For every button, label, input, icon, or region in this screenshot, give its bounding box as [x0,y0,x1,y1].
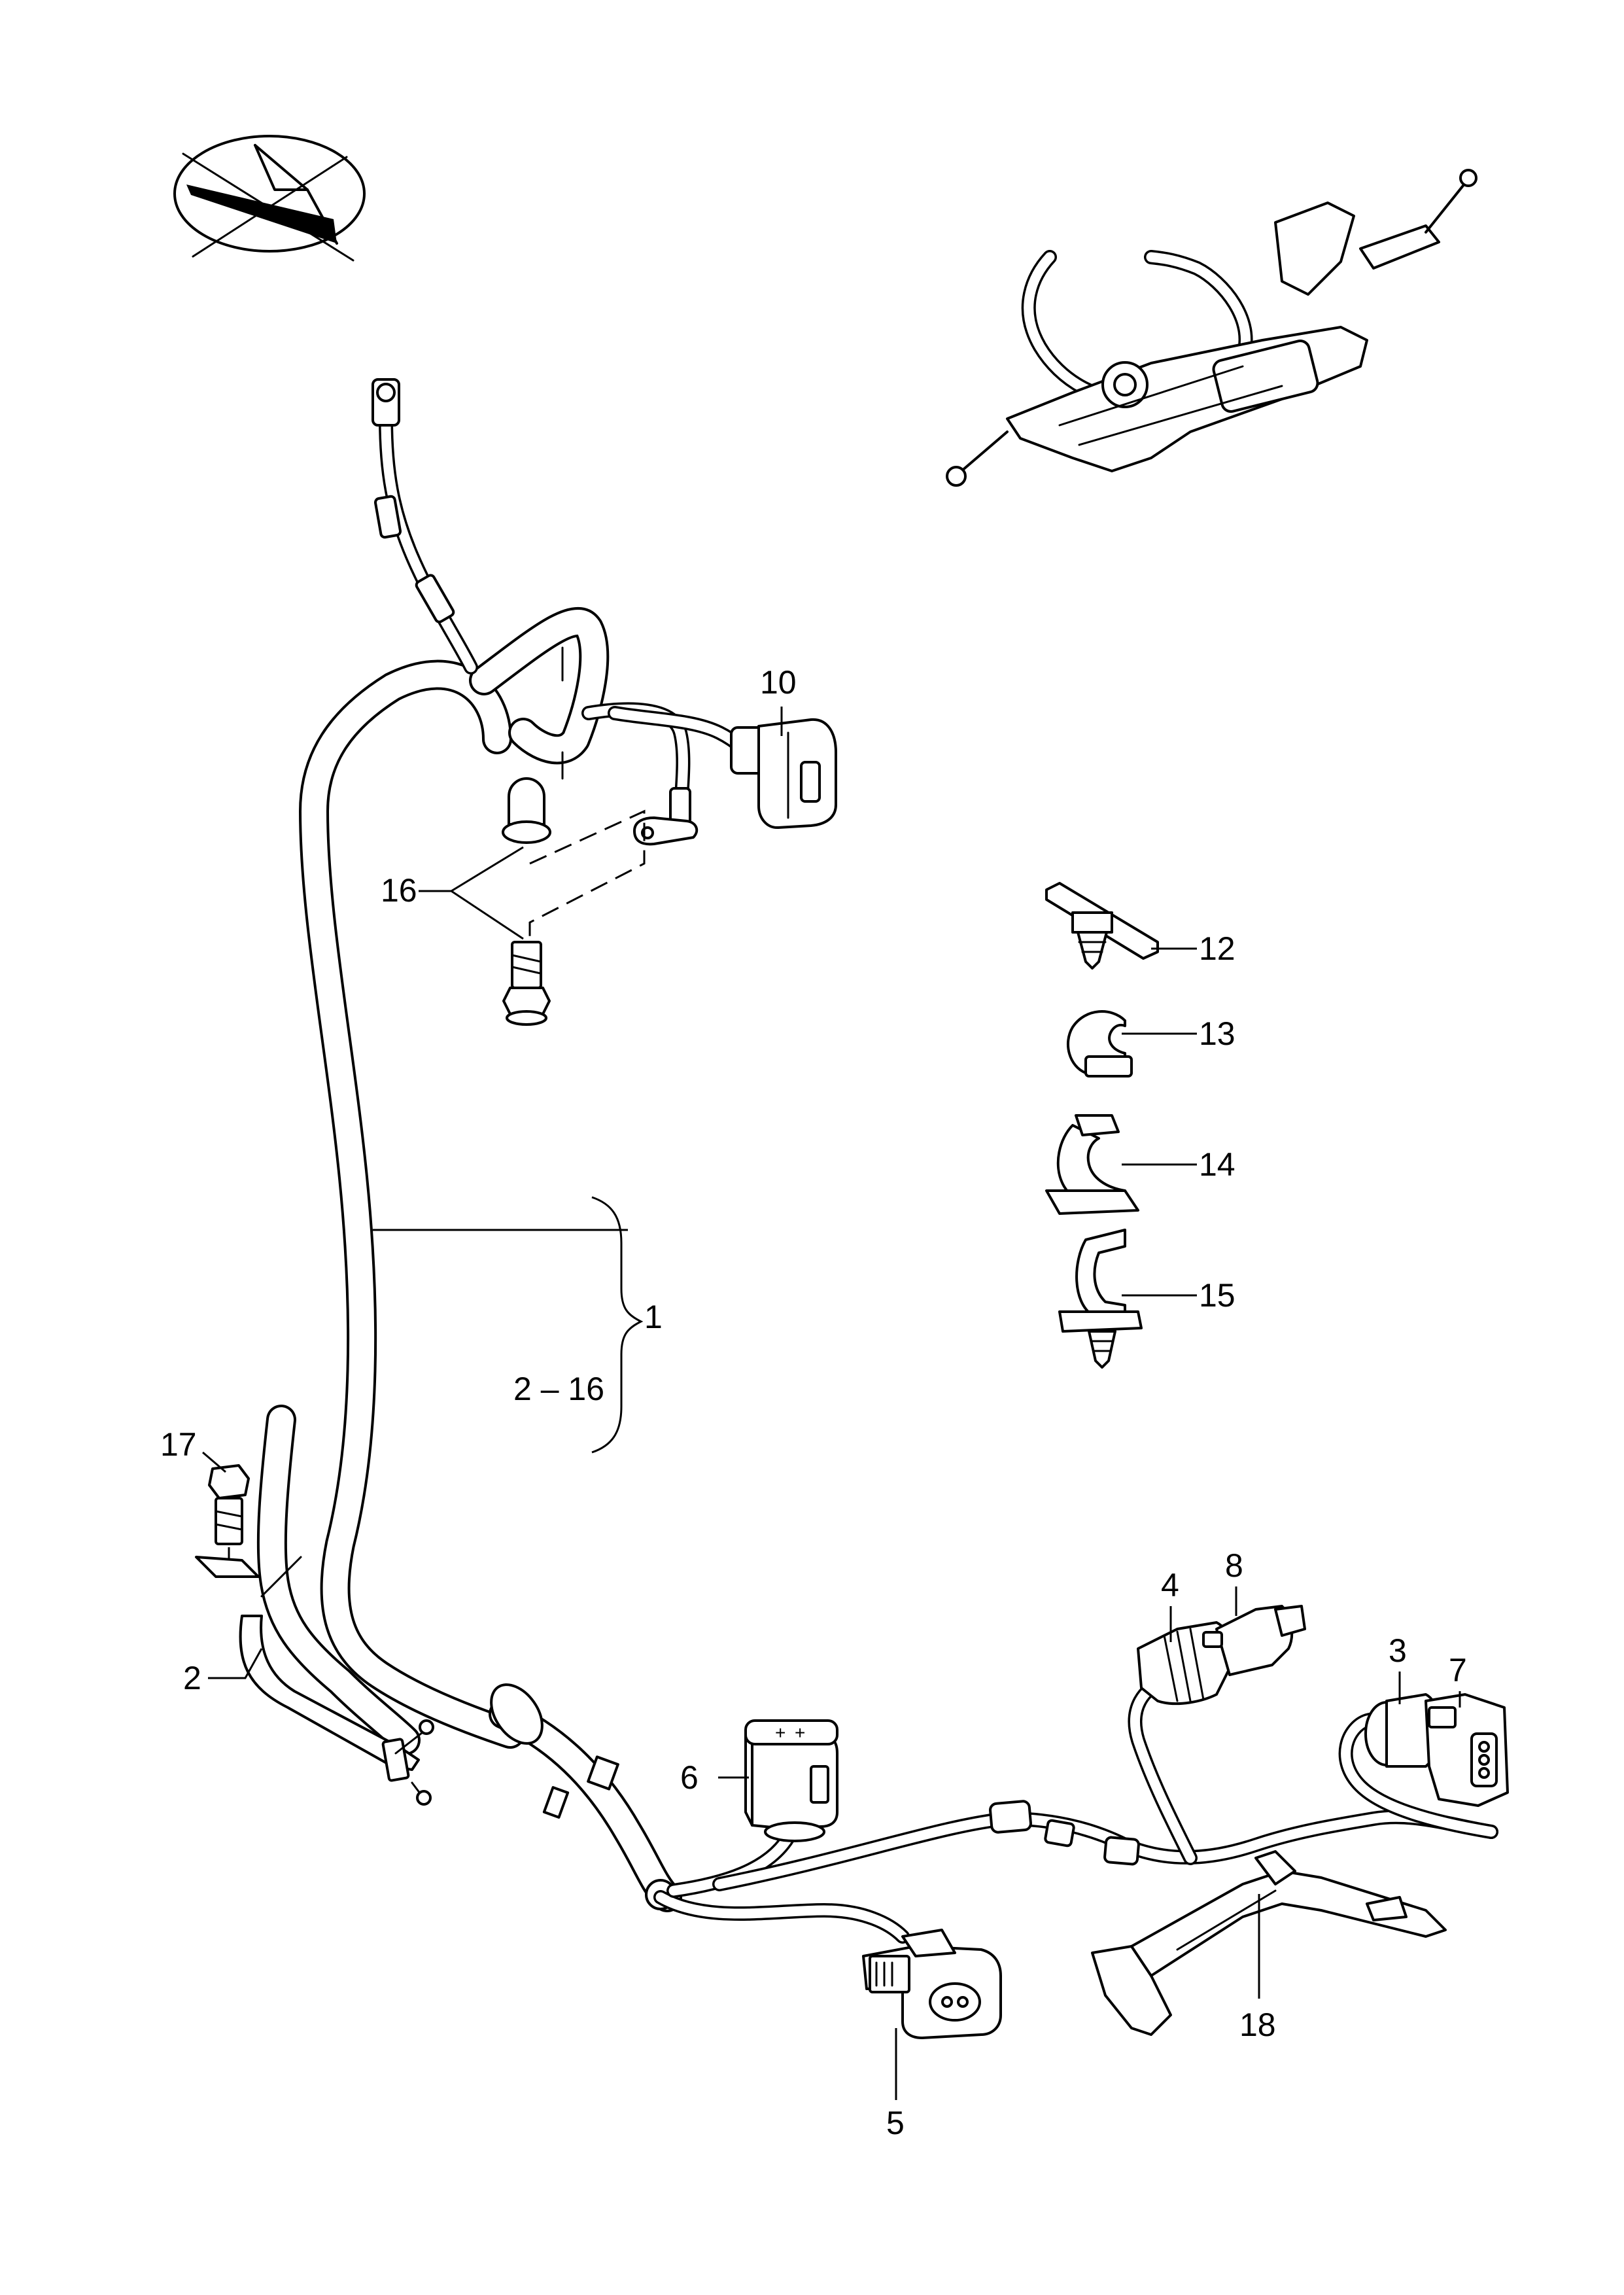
callout-labels: 1 2 – 16 16 10 12 13 14 15 17 2 6 5 4 8 … [160,664,1467,2141]
label-3: 3 [1389,1632,1407,1669]
label-16: 16 [381,872,417,909]
label-6: 6 [680,1759,699,1796]
label-1: 1 [644,1299,663,1335]
label-18: 18 [1239,2006,1276,2043]
svg-text:+: + [795,1723,805,1743]
label-5: 5 [886,2105,905,2141]
label-13: 13 [1199,1015,1235,1052]
clip-15 [1058,1229,1143,1369]
clip-14 [1045,1114,1139,1215]
harness-main-hose [299,607,682,1912]
bolt-17 [208,1464,250,1567]
steering-rack-overview [946,169,1477,487]
label-7: 7 [1449,1652,1467,1689]
label-2: 2 [183,1660,201,1696]
label-17: 17 [160,1426,197,1463]
label-8: 8 [1225,1547,1243,1584]
label-2-16: 2 – 16 [513,1371,604,1407]
label-15: 15 [1199,1277,1235,1314]
svg-text:+: + [775,1723,786,1743]
label-12: 12 [1199,930,1235,967]
vehicle-orientation-icon [173,135,366,262]
fastener-16 [502,777,646,1026]
clip-12 [1045,882,1159,970]
sensor-lead-10 [581,702,756,846]
hose-bracket-2 [195,1405,434,1806]
connector-3-7 [1364,1693,1509,1807]
connector-10 [730,718,837,829]
label-10: 10 [760,664,797,701]
bracket-18 [1091,1850,1447,2036]
clip-13 [1066,1010,1133,1077]
label-14: 14 [1199,1146,1235,1183]
ground-lead [371,378,478,674]
leader-lines [202,707,1461,2100]
label-4: 4 [1161,1567,1179,1603]
connector-4-8 [1137,1605,1306,1706]
connector-5 [862,1929,1002,2039]
connector-6: + + [744,1719,838,1842]
